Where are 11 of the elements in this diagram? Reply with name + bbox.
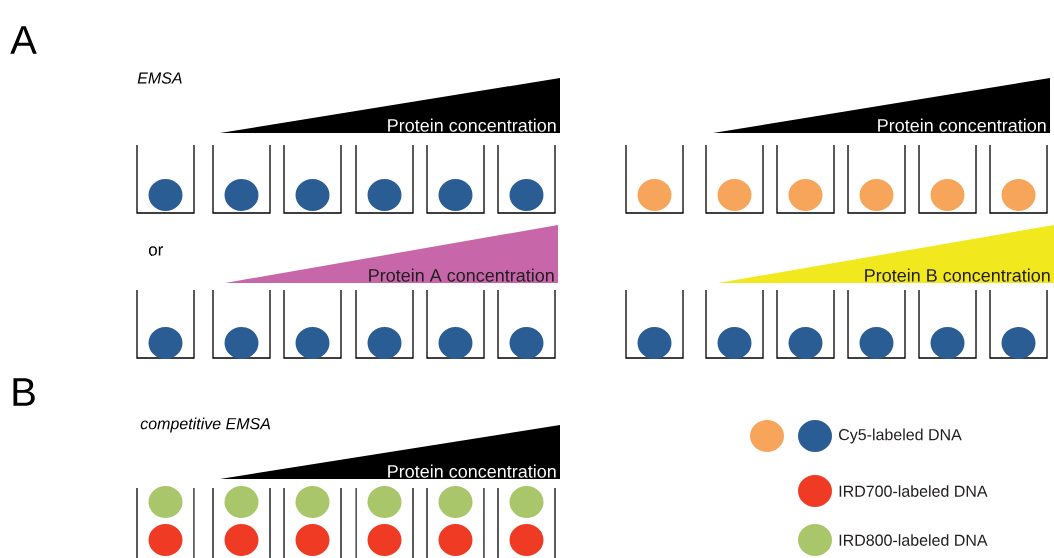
panel-letter: A — [10, 26, 37, 54]
label: or — [148, 246, 164, 256]
legend-label: Cy5-labeled DNA — [839, 428, 962, 444]
section-title: EMSA — [137, 72, 182, 84]
concentration-wedge: Protein A concentration — [225, 225, 558, 283]
concentration-wedge: Protein B concentration — [718, 225, 1054, 283]
panel-letter: B — [13, 378, 35, 406]
legend-label: IRD800-labeled DNA — [839, 534, 988, 546]
legend-label: IRD700-labeled DNA — [839, 485, 988, 497]
concentration-wedge: Protein concentration — [220, 78, 560, 133]
concentration-wedge: Protein concentration — [713, 78, 1050, 133]
